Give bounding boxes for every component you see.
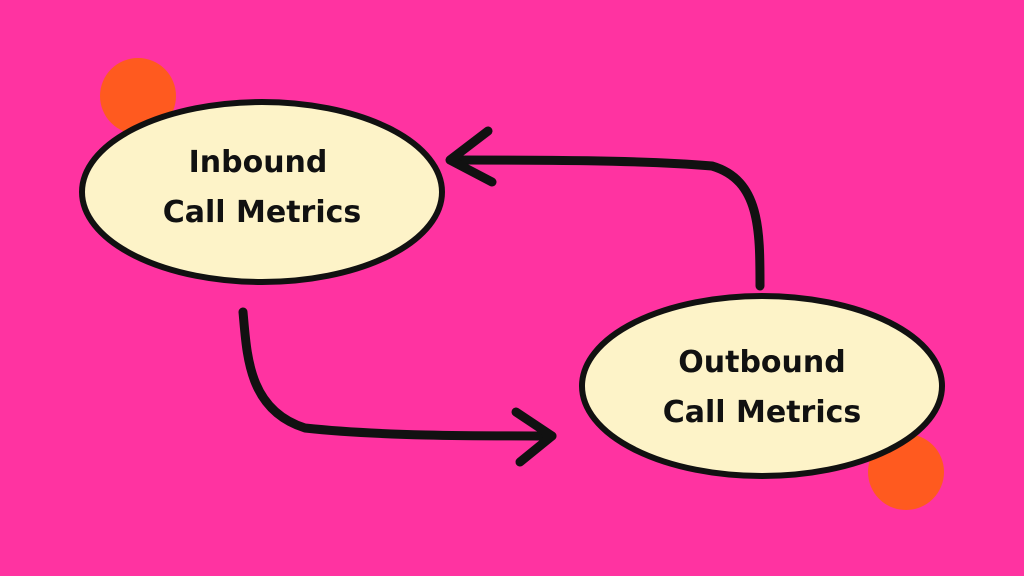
node-inbound-shape [79,99,445,285]
inbound-accent-dot [100,58,176,134]
arrow-outbound-to-inbound-line [447,155,765,291]
node-outbound-shape [579,293,945,479]
arrow-outbound-to-inbound-head [445,126,497,187]
node-inbound-call-metrics: Inbound Call Metrics [79,99,445,285]
node-outbound-label-line2: Call Metrics [663,395,862,430]
arrow-inbound-to-outbound-head [511,407,557,467]
node-inbound-label-line1: Inbound [189,145,328,180]
node-outbound-call-metrics: Outbound Call Metrics [579,293,945,479]
arrow-inbound-to-outbound-line [238,307,557,441]
node-outbound-label-line1: Outbound [678,345,845,380]
arrow-inbound-to-outbound [238,307,557,467]
node-inbound-label-line2: Call Metrics [163,195,362,230]
arrow-outbound-to-inbound [445,126,765,291]
